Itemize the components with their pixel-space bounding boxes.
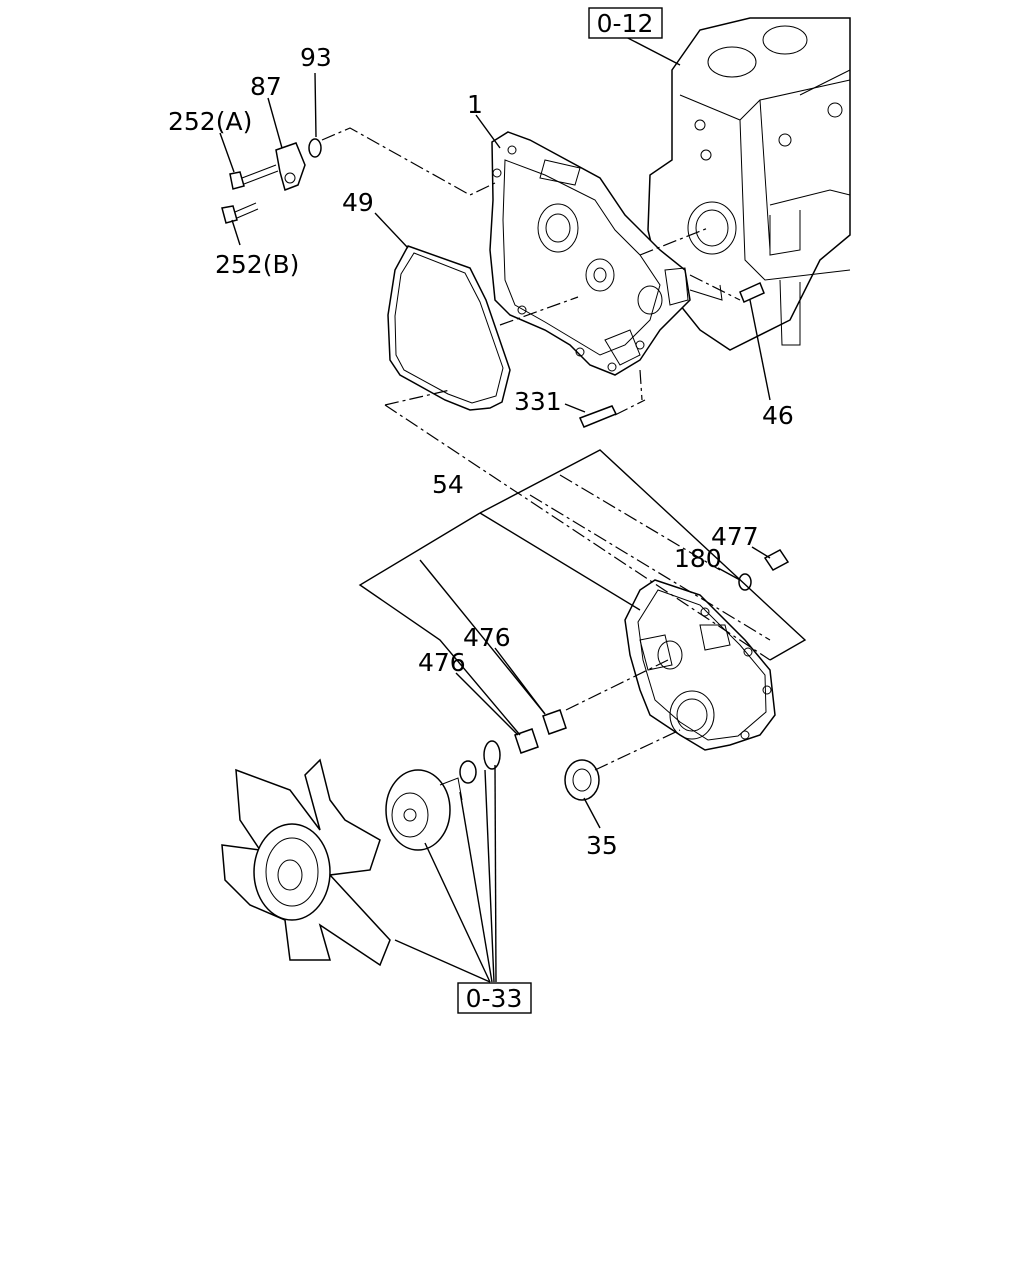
label-part-54: 54 — [432, 470, 464, 499]
label-part-87: 87 — [250, 72, 282, 101]
o-ring-part-93 — [308, 138, 322, 158]
ref-box-top: 0-12 — [588, 7, 663, 39]
ref-box-bottom: 0-33 — [457, 982, 532, 1014]
engine-block — [647, 17, 851, 351]
seal-part-35 — [564, 759, 600, 801]
timing-case-part-1 — [489, 131, 691, 376]
label-part-252b: 252(B) — [215, 250, 299, 279]
fan-clutch — [385, 769, 463, 851]
leader-lines — [219, 34, 807, 983]
bushing-part-476a — [542, 709, 567, 735]
stud-part-46 — [739, 281, 765, 304]
ref-label-top: 0-12 — [597, 9, 654, 38]
alignment-lines — [321, 127, 771, 771]
label-part-331: 331 — [514, 387, 562, 416]
ref-label-bottom: 0-33 — [466, 984, 523, 1013]
gasket-part-49 — [387, 245, 511, 411]
bolt-part-252b — [221, 202, 259, 224]
cooling-fan — [221, 758, 391, 967]
bushing-part-476b — [514, 728, 539, 754]
label-part-477: 477 — [711, 522, 759, 551]
label-part-1: 1 — [467, 90, 483, 119]
label-part-180: 180 — [674, 544, 722, 573]
label-part-35: 35 — [586, 831, 618, 860]
washer-part-180 — [738, 573, 752, 591]
bolt-part-252a — [229, 164, 279, 190]
label-part-252a: 252(A) — [168, 107, 252, 136]
spacer-parts — [459, 740, 501, 784]
bracket-part-87 — [275, 142, 306, 191]
label-part-93: 93 — [300, 43, 332, 72]
bolt-part-477 — [763, 549, 790, 571]
label-part-476b: 476 — [418, 648, 466, 677]
stud-part-331 — [578, 405, 618, 428]
label-part-46: 46 — [762, 401, 794, 430]
label-part-49: 49 — [342, 188, 374, 217]
front-cover-part-54 — [624, 579, 776, 751]
label-part-476a: 476 — [463, 623, 511, 652]
